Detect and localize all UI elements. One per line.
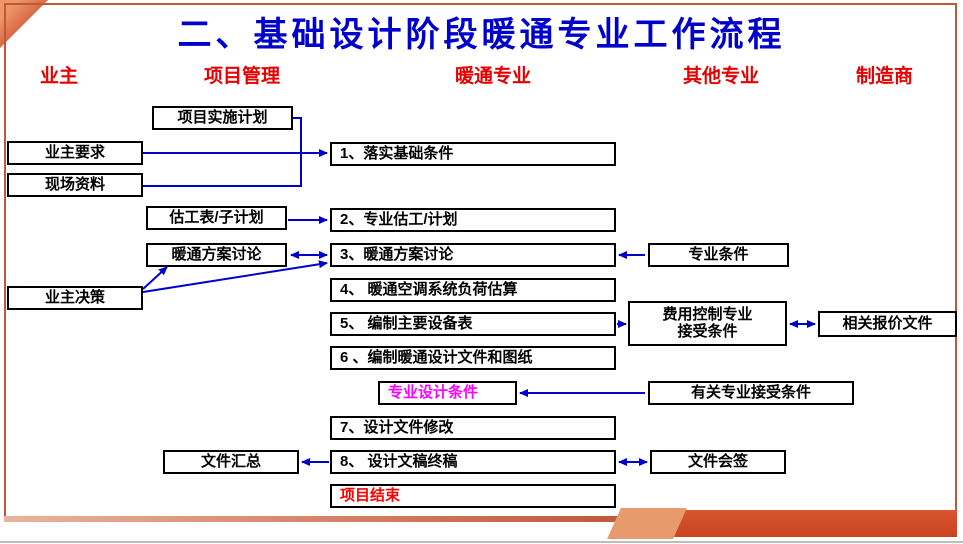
bottom-ribbon-decoration: [607, 508, 687, 539]
cost-control-line1: 费用控制专业: [662, 306, 753, 323]
box-owner-request: 业主要求: [7, 141, 143, 165]
column-header-hvac: 暖通专业: [455, 66, 532, 87]
column-header-owner: 业主: [40, 66, 79, 87]
box-related-accept: 有关专业接受条件: [648, 381, 854, 405]
column-header-others: 其他专业: [683, 66, 760, 87]
box-doc-countersign: 文件会签: [650, 450, 786, 474]
box-step1: 1、落实基础条件: [330, 142, 616, 166]
box-step6: 6 、编制暖通设计文件和图纸: [330, 346, 616, 370]
box-site-data: 现场资料: [7, 173, 143, 197]
column-header-project-mgmt: 项目管理: [204, 66, 281, 87]
box-specialty-condition: 专业条件: [648, 243, 789, 267]
box-quotation-docs: 相关报价文件: [818, 311, 957, 337]
box-doc-summary: 文件汇总: [163, 450, 299, 474]
column-header-manufacturer: 制造商: [856, 66, 914, 87]
box-owner-decision: 业主决策: [7, 286, 143, 310]
box-step5: 5、 编制主要设备表: [330, 312, 616, 336]
frame-right-line: [955, 3, 957, 514]
arrow-owner-decision-to-discussion: [142, 266, 168, 290]
box-step7: 7、设计文件修改: [330, 416, 616, 440]
box-step2: 2、专业估工/计划: [330, 208, 616, 232]
box-project-end: 项目结束: [330, 484, 616, 508]
frame-left-line: [4, 3, 6, 522]
box-step3: 3、暖通方案讨论: [330, 243, 616, 267]
arrow-owner-decision-to-step3: [142, 260, 328, 293]
box-design-condition: 专业设计条件: [378, 381, 517, 405]
box-project-plan: 项目实施计划: [152, 106, 293, 130]
box-cost-control: 费用控制专业 接受条件: [628, 301, 787, 346]
box-hvac-discussion: 暖通方案讨论: [146, 243, 287, 267]
box-step8: 8、 设计文稿终稿: [330, 450, 616, 474]
box-step4: 4、 暖通空调系统负荷估算: [330, 278, 616, 302]
bottom-thin-bar-decoration: [4, 516, 626, 522]
frame-top-line: [4, 3, 957, 5]
bottom-edge-line: [0, 541, 963, 543]
cost-control-line2: 接受条件: [677, 322, 738, 340]
box-estimate-sheet: 估工表/子计划: [146, 206, 287, 230]
page-title: 二、基础设计阶段暖通专业工作流程: [177, 17, 786, 54]
